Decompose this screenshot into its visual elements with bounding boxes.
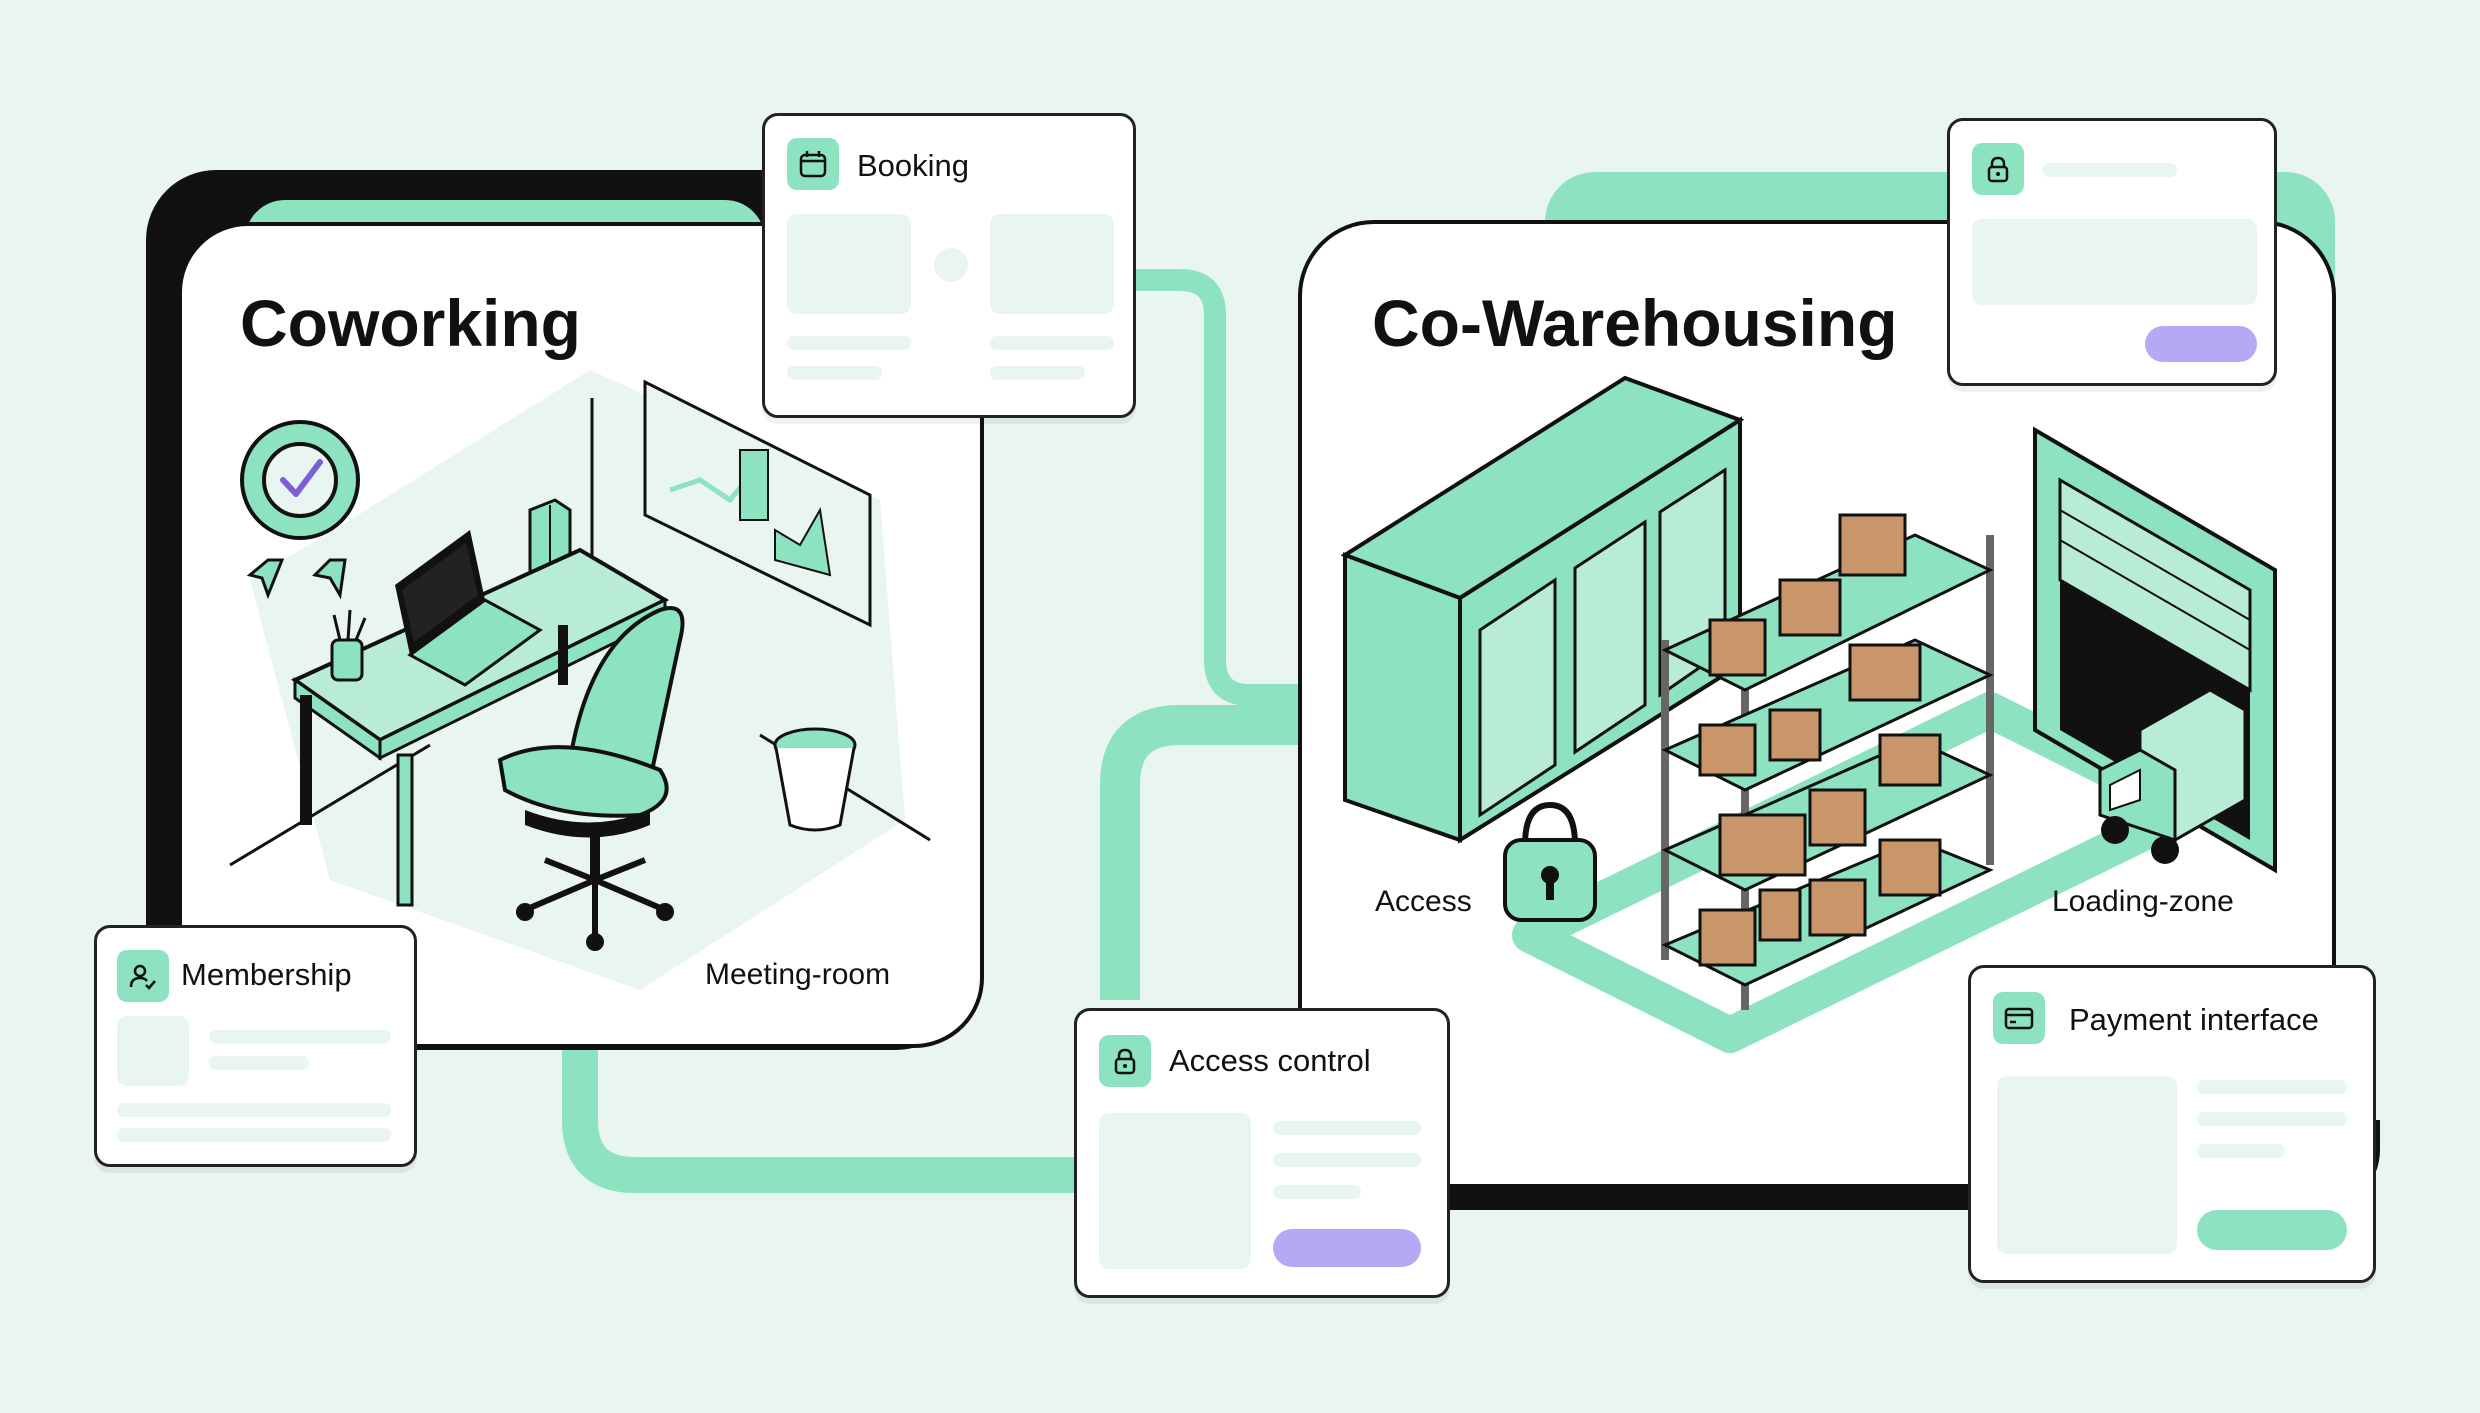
membership-line: [117, 1128, 391, 1142]
access-control-card-title: Access control: [1169, 1043, 1371, 1078]
access-control-button[interactable]: [1273, 1229, 1421, 1267]
access-control-card[interactable]: Access control: [1074, 1008, 1450, 1298]
delivery-truck-icon: [2098, 688, 2247, 864]
lock-icon: [1972, 143, 2024, 195]
warehousing-title: Co-Warehousing: [1372, 286, 1898, 360]
payment-line: [2197, 1112, 2347, 1126]
lock-card-line: [2042, 163, 2177, 177]
access-label: Access: [1375, 885, 1472, 918]
membership-card[interactable]: Membership: [94, 925, 417, 1167]
booking-card[interactable]: Booking: [762, 113, 1136, 418]
access-control-line: [1273, 1121, 1421, 1135]
office-chair: [497, 606, 685, 951]
payment-line: [2197, 1080, 2347, 1094]
credit-card-icon: [1993, 992, 2045, 1044]
payment-line: [2197, 1144, 2285, 1158]
connector-warehouse-to-access: [1100, 705, 1310, 1000]
payment-interface-card-title: Payment interface: [2069, 1002, 2319, 1037]
booking-line: [990, 366, 1085, 380]
laptop-icon: [395, 530, 543, 687]
lock-icon: [1099, 1035, 1151, 1087]
booking-card-title: Booking: [857, 148, 970, 183]
lock-card-button[interactable]: [2145, 326, 2257, 362]
membership-card-title: Membership: [181, 957, 352, 992]
booking-line: [787, 366, 882, 380]
membership-avatar-placeholder: [117, 1016, 189, 1086]
whiteboard: [643, 379, 872, 628]
lock-card[interactable]: [1947, 118, 2277, 386]
padlock-icon: [1503, 801, 1597, 922]
booking-placeholder-dot: [934, 248, 968, 282]
meeting-room-label: Meeting-room: [705, 958, 891, 991]
connector-booking-to-warehouse: [1130, 269, 1310, 706]
access-control-line: [1273, 1153, 1421, 1167]
payment-placeholder: [1997, 1076, 2177, 1254]
pen-cup: [330, 609, 367, 682]
trash-can-icon: [773, 727, 857, 832]
connector-coworking-to-access: [562, 1040, 1080, 1193]
membership-line: [117, 1103, 391, 1117]
lock-card-placeholder: [1972, 219, 2257, 305]
booking-placeholder-left: [787, 214, 911, 314]
access-control-placeholder: [1099, 1113, 1251, 1269]
access-control-line: [1273, 1185, 1361, 1199]
user-icon: [117, 950, 169, 1002]
payment-interface-card[interactable]: Payment interface: [1968, 965, 2376, 1283]
coworking-title: Coworking: [240, 286, 581, 360]
award-badge-icon: [240, 420, 360, 600]
calendar-icon: [787, 138, 839, 190]
booking-line: [990, 336, 1114, 350]
membership-line: [209, 1030, 391, 1044]
loading-zone-label: Loading-zone: [2052, 885, 2234, 918]
booking-line: [787, 336, 911, 350]
membership-line: [209, 1056, 309, 1070]
payment-button[interactable]: [2197, 1210, 2347, 1250]
cardboard-boxes: [1698, 513, 1942, 967]
booking-placeholder-right: [990, 214, 1114, 314]
storage-lockers: [1340, 375, 1745, 844]
